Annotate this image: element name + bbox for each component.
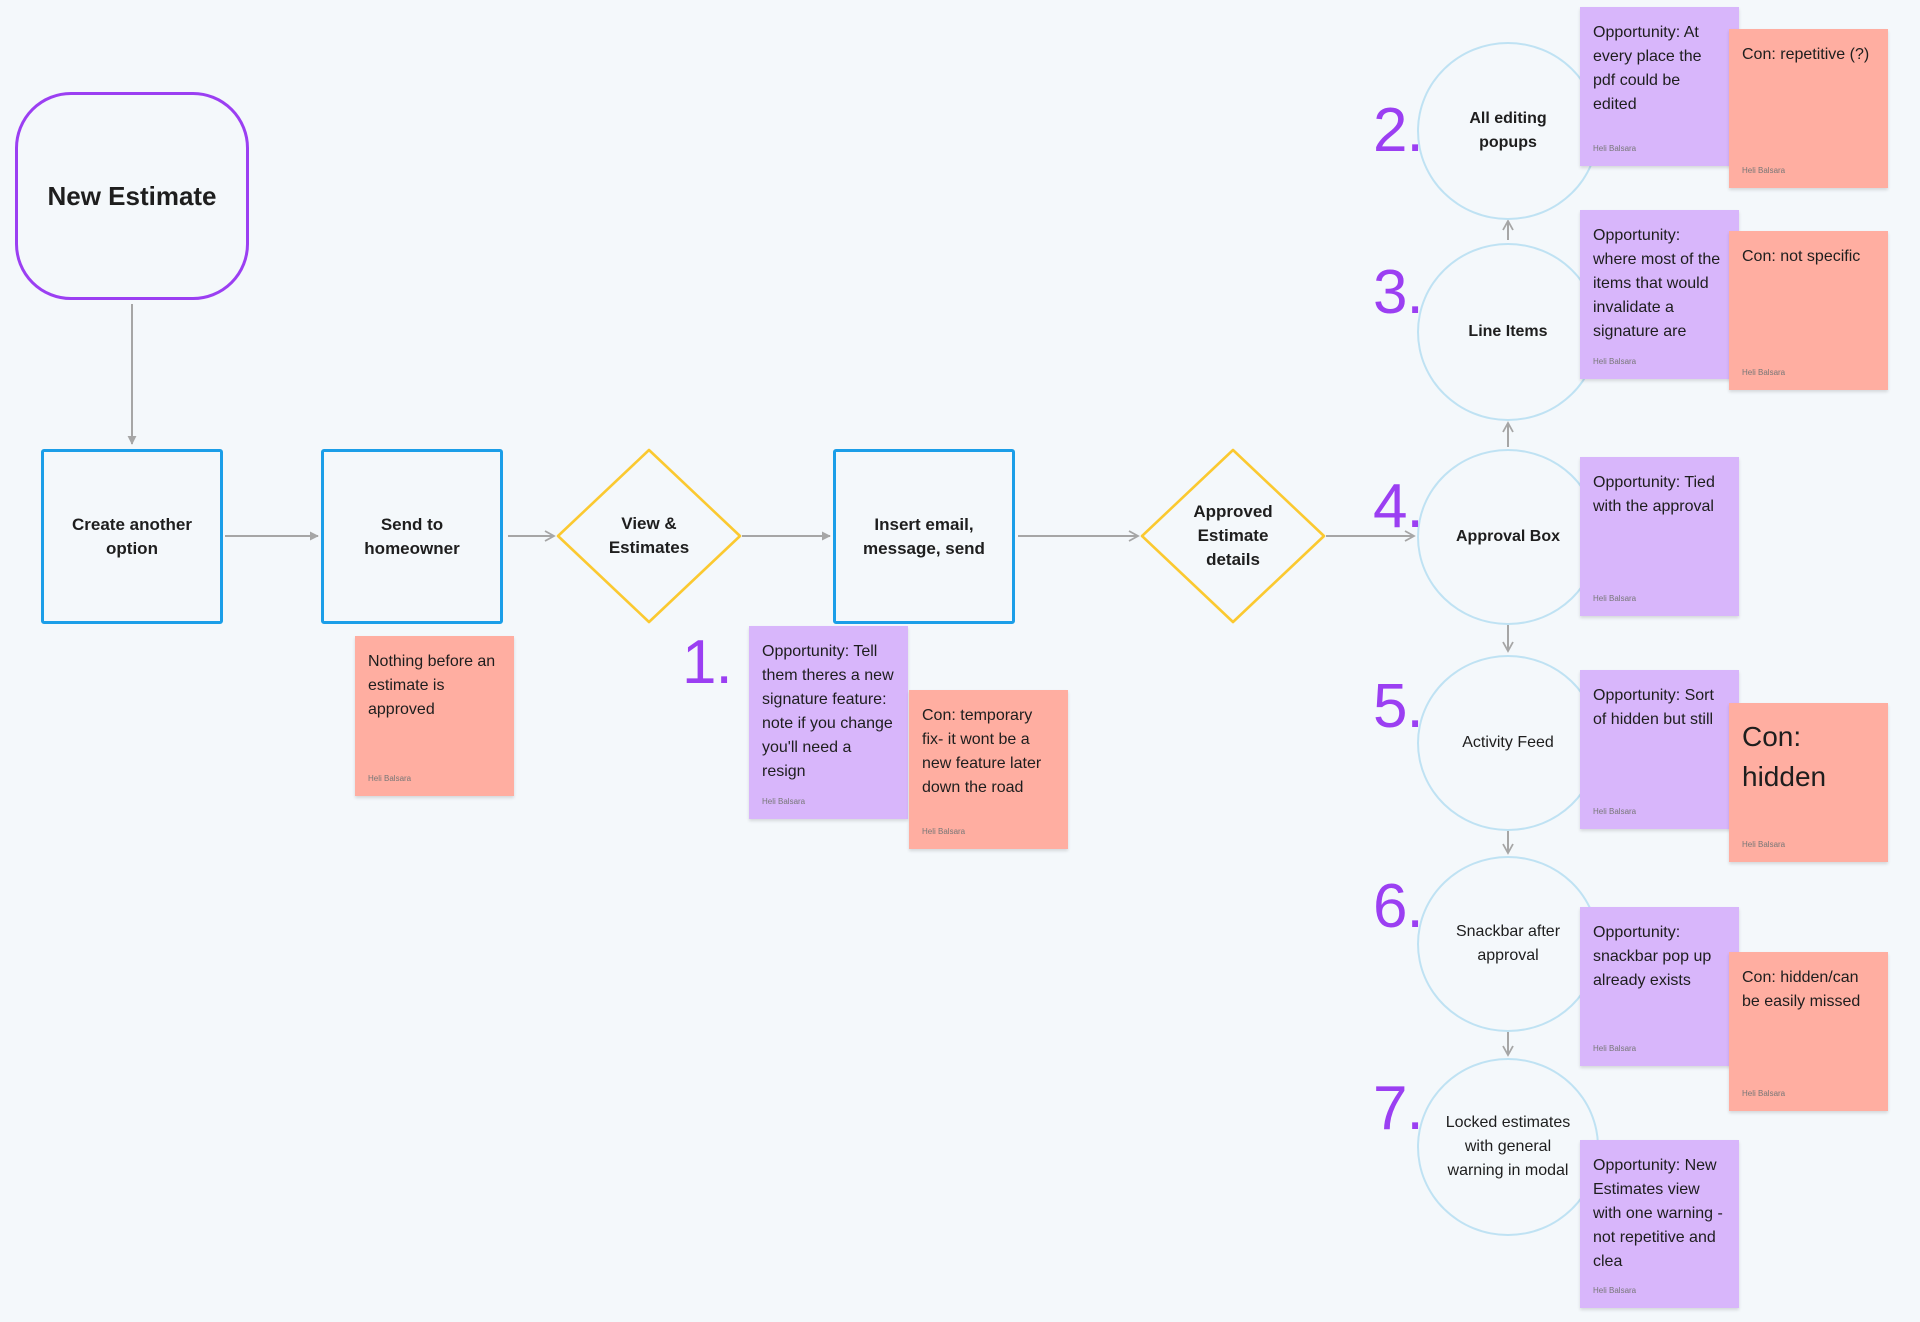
sticky-con-3[interactable]: Con: not specific Heli Balsara [1729, 231, 1888, 390]
process-insert-email[interactable]: Insert email, message, send [833, 449, 1015, 624]
step-number-6: 6. [1373, 872, 1424, 941]
step-circle-snackbar[interactable]: Snackbar after approval [1417, 856, 1599, 1032]
step-label: All editing popups [1469, 110, 1547, 151]
sticky-opportunity-4[interactable]: Opportunity: Tied with the approval Heli… [1580, 457, 1739, 616]
sticky-con-1[interactable]: Con: temporary fix- it wont be a new fea… [909, 690, 1068, 849]
process-label: Send to homeowner [364, 514, 460, 558]
step-circle-approval-box[interactable]: Approval Box [1417, 449, 1599, 625]
step-circle-activity-feed[interactable]: Activity Feed [1417, 655, 1599, 831]
decision-shape [1140, 448, 1326, 624]
sticky-text: Con: temporary fix- it wont be a new fea… [922, 707, 1042, 796]
process-create-another-option[interactable]: Create another option [41, 449, 223, 624]
sticky-author: Heli Balsara [1593, 1044, 1637, 1053]
decision-view-estimates[interactable]: View & Estimates [556, 448, 742, 624]
step-circle-line-items[interactable]: Line Items [1417, 243, 1599, 421]
sticky-text: Con: hidden [1742, 721, 1827, 792]
sticky-author: Heli Balsara [1742, 840, 1786, 849]
sticky-author: Heli Balsara [922, 827, 966, 836]
step-label: Activity Feed [1462, 734, 1554, 751]
step-number-3: 3. [1373, 258, 1424, 327]
sticky-text: Opportunity: New Estimates view with one… [1593, 1157, 1723, 1270]
sticky-author: Heli Balsara [1742, 1089, 1786, 1098]
sticky-author: Heli Balsara [368, 774, 412, 783]
sticky-author: Heli Balsara [1593, 594, 1637, 603]
sticky-con-5[interactable]: Con: hidden Heli Balsara [1729, 703, 1888, 862]
process-label: Insert email, message, send [863, 514, 985, 558]
decision-label: View & Estimates [608, 514, 690, 557]
sticky-text: Con: repetitive (?) [1742, 46, 1870, 63]
sticky-author: Heli Balsara [1593, 807, 1637, 816]
step-number-2: 2. [1373, 96, 1424, 165]
sticky-opportunity-1[interactable]: Opportunity: Tell them theres a new sign… [749, 626, 908, 819]
step-number-7: 7. [1373, 1074, 1424, 1143]
sticky-author: Heli Balsara [762, 797, 806, 806]
step-label: Line Items [1468, 323, 1548, 340]
sticky-author: Heli Balsara [1593, 357, 1637, 366]
step-number-4: 4. [1373, 472, 1424, 541]
sticky-text: Con: not specific [1742, 248, 1861, 265]
step-number-1: 1. [682, 628, 733, 697]
sticky-text: Con: hidden/can be easily missed [1742, 969, 1861, 1010]
sticky-opportunity-6[interactable]: Opportunity: snackbar pop up already exi… [1580, 907, 1739, 1066]
sticky-author: Heli Balsara [1742, 166, 1786, 175]
step-number-5: 5. [1373, 672, 1424, 741]
step-label: Snackbar after approval [1455, 923, 1561, 964]
sticky-opportunity-2[interactable]: Opportunity: At every place the pdf coul… [1580, 7, 1739, 166]
sticky-text: Opportunity: Sort of hidden but still [1593, 687, 1714, 728]
sticky-text: Opportunity: Tell them theres a new sign… [762, 643, 894, 780]
process-send-to-homeowner[interactable]: Send to homeowner [321, 449, 503, 624]
step-circle-locked-estimates[interactable]: Locked estimates with general warning in… [1417, 1058, 1599, 1236]
sticky-text: Nothing before an estimate is approved [368, 653, 496, 718]
start-node-new-estimate[interactable]: New Estimate [15, 92, 249, 300]
sticky-opportunity-5[interactable]: Opportunity: Sort of hidden but still He… [1580, 670, 1739, 829]
sticky-opportunity-7[interactable]: Opportunity: New Estimates view with one… [1580, 1140, 1739, 1308]
sticky-text: Opportunity: snackbar pop up already exi… [1593, 924, 1712, 989]
sticky-con-6[interactable]: Con: hidden/can be easily missed Heli Ba… [1729, 952, 1888, 1111]
sticky-author: Heli Balsara [1593, 144, 1637, 153]
sticky-nothing-before-approved[interactable]: Nothing before an estimate is approved H… [355, 636, 514, 796]
step-label: Approval Box [1455, 528, 1560, 545]
decision-approved-estimate-details[interactable]: Approved Estimate details [1140, 448, 1326, 624]
sticky-text: Opportunity: where most of the items tha… [1593, 227, 1721, 340]
sticky-author: Heli Balsara [1593, 1286, 1637, 1295]
step-circle-all-editing-popups[interactable]: All editing popups [1417, 42, 1599, 220]
sticky-text: Opportunity: Tied with the approval [1593, 474, 1715, 515]
process-label: Create another option [72, 514, 192, 558]
sticky-opportunity-3[interactable]: Opportunity: where most of the items tha… [1580, 210, 1739, 379]
sticky-con-2[interactable]: Con: repetitive (?) Heli Balsara [1729, 29, 1888, 188]
step-label: Locked estimates with general warning in… [1445, 1114, 1571, 1179]
decision-shape [556, 448, 742, 624]
start-node-label: New Estimate [47, 180, 217, 211]
sticky-text: Opportunity: At every place the pdf coul… [1593, 24, 1702, 113]
decision-label: Approved Estimate details [1193, 502, 1273, 569]
sticky-author: Heli Balsara [1742, 368, 1786, 377]
